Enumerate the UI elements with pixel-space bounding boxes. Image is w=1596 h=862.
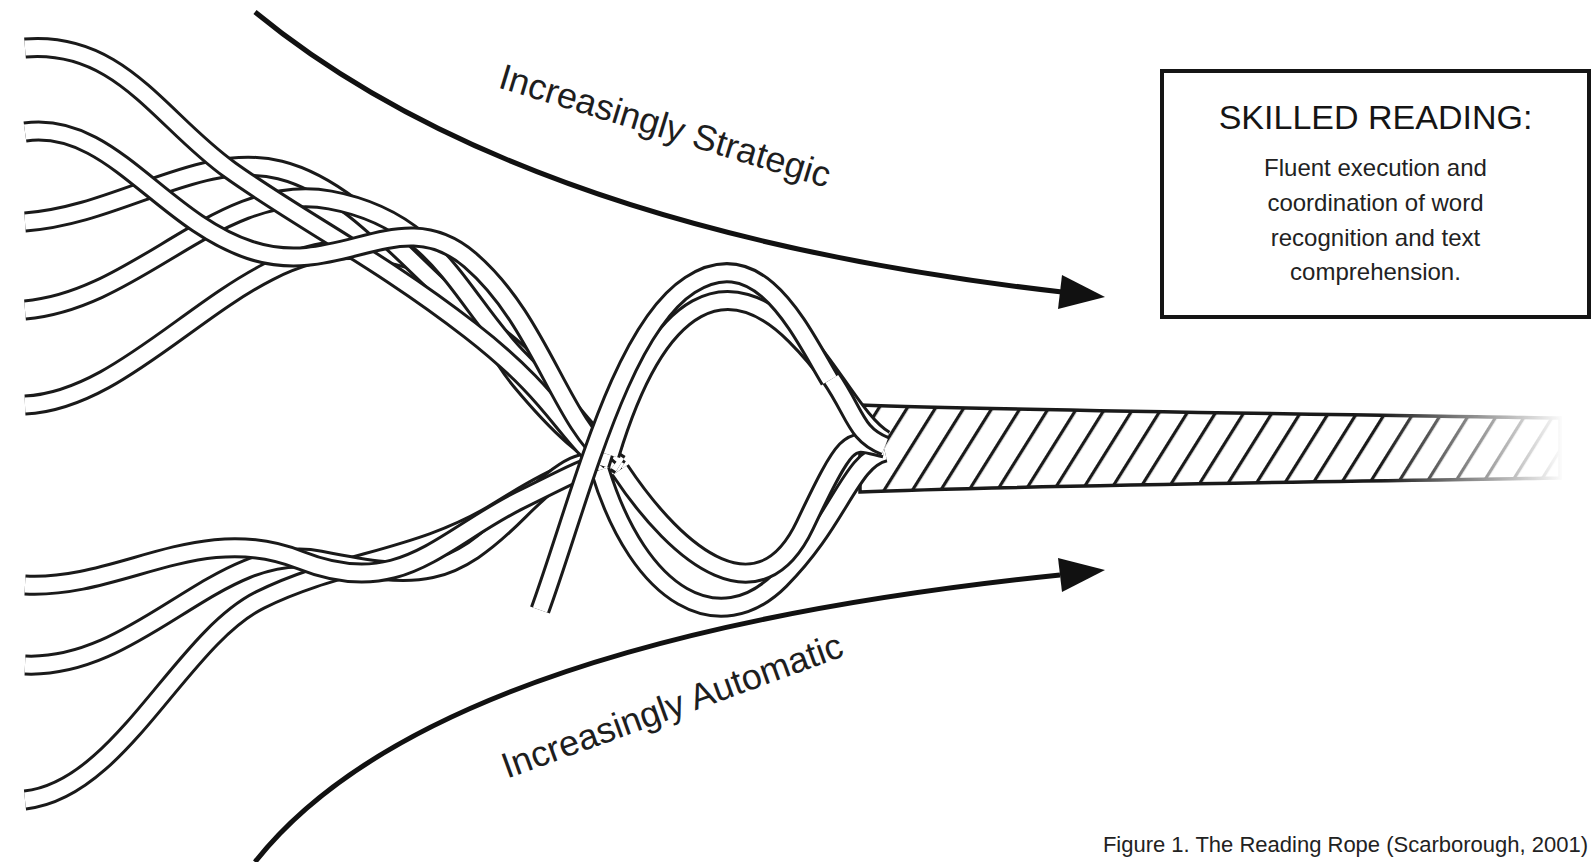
box-heading: SKILLED READING: xyxy=(1219,98,1533,137)
arrowhead xyxy=(1058,275,1105,309)
automatic-arrow xyxy=(255,575,1060,862)
arrowhead xyxy=(1058,558,1105,592)
box-body: Fluent execution and coordination of wor… xyxy=(1231,151,1521,290)
automatic-label: Increasingly Automatic xyxy=(496,625,849,788)
language-comprehension-strands xyxy=(25,47,620,470)
twisting-strands xyxy=(540,273,885,610)
figure-caption: Figure 1. The Reading Rope (Scarborough,… xyxy=(1103,832,1588,858)
rope-body xyxy=(860,405,1560,492)
text-box: SKILLED READING: Fluent execution and coo… xyxy=(1160,69,1591,319)
